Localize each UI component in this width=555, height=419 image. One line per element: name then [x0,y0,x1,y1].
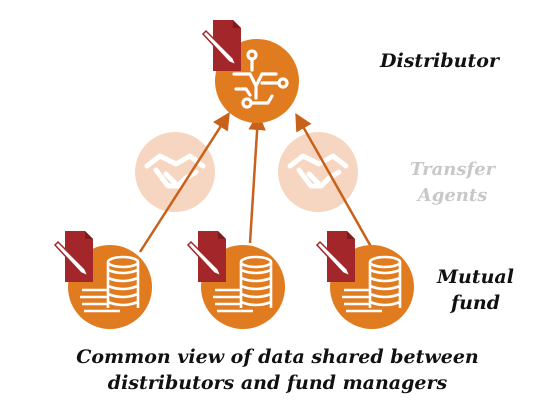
mutual-fund-label-line-2: fund [450,292,501,314]
edit-document-icon [186,231,226,282]
arrow-right [295,112,376,253]
mutual-fund-label: Mutual fund [437,264,514,316]
mutual-fund-label-line-1: Mutual [437,266,514,288]
mutual-fund-node-center [186,231,285,329]
coin-stack-icon [80,255,140,313]
caption-line-2: distributors and fund managers [107,372,448,394]
transfer-agent-node-left [135,132,215,212]
network-node-icon [232,49,289,109]
edit-document-icon [53,231,93,282]
distributor-node [201,20,299,123]
coin-stack-icon [213,255,273,313]
arrow-center [248,112,266,244]
edit-document-icon [201,20,241,71]
edit-document-icon [315,231,355,282]
mutual-fund-node-right [315,231,414,329]
transfer-agents-label-line-1: Transfer [410,159,496,180]
transfer-agent-node-right [278,132,358,212]
arrow-left [138,112,230,253]
mutual-fund-node-left [53,231,152,329]
coin-stack-icon [342,255,402,313]
distributor-label: Distributor [380,50,499,72]
transfer-agents-label-line-2: Agents [417,185,488,206]
caption-line-1: Common view of data shared between [76,346,479,368]
transfer-agents-label: Transfer Agents [410,157,495,209]
caption: Common view of data shared between distr… [0,344,555,396]
